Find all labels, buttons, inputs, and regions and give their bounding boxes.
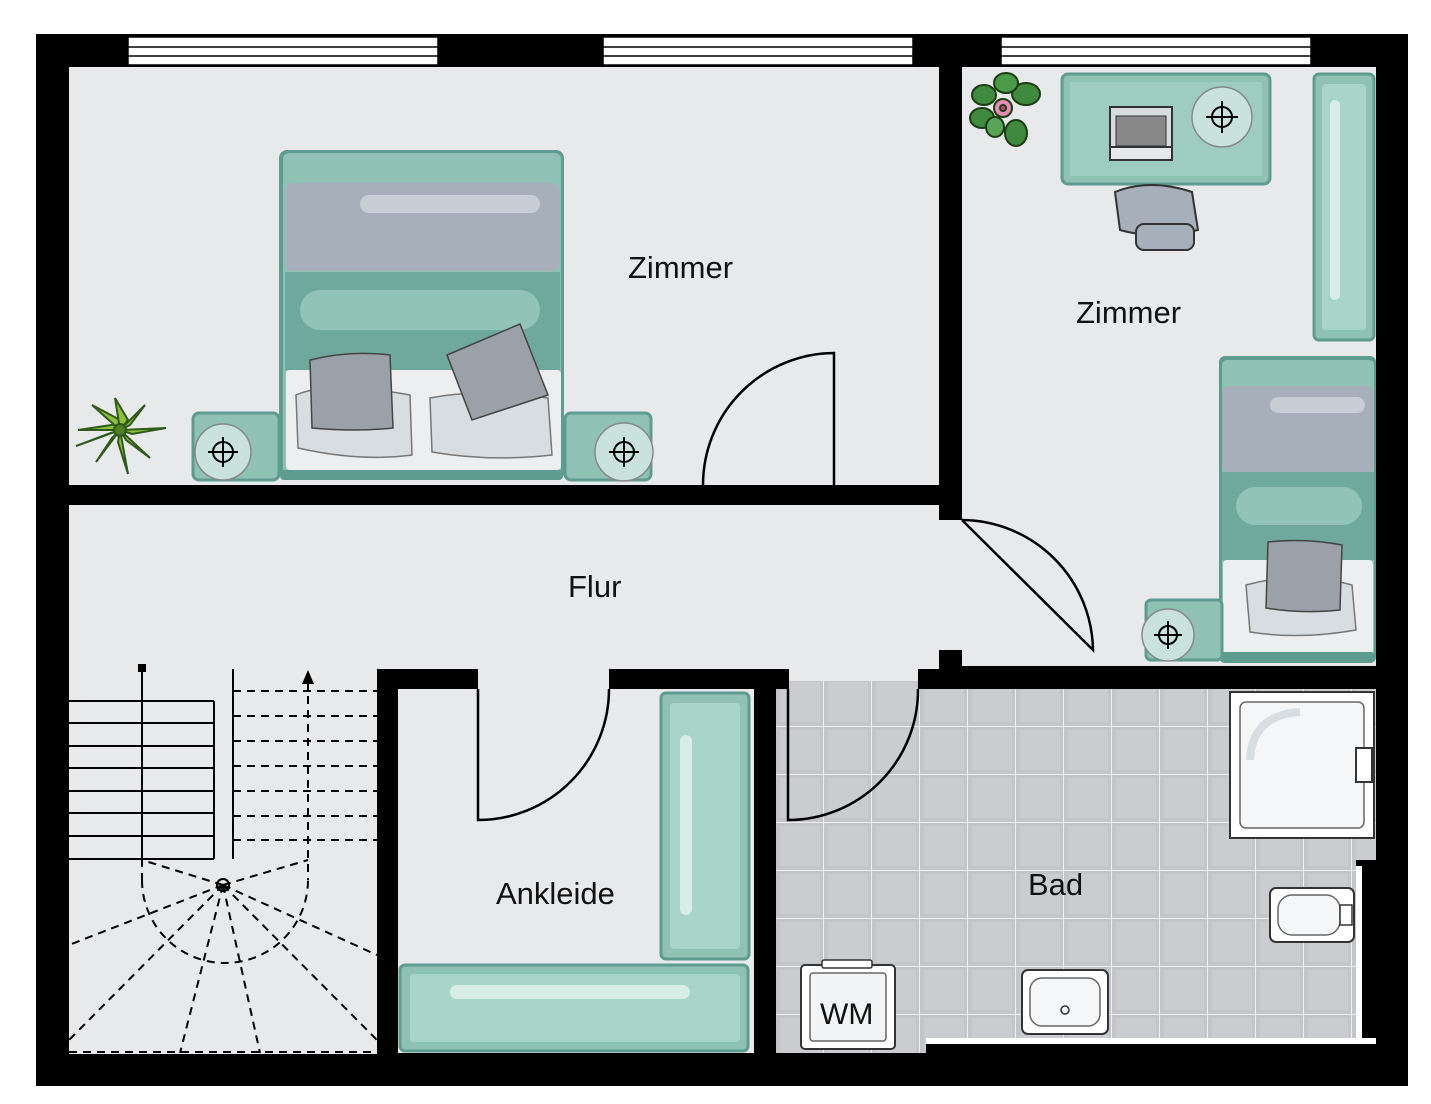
room-label-hallway: Flur	[568, 569, 621, 604]
wall-segment	[609, 669, 789, 689]
wall-segment	[377, 669, 398, 1054]
bath-step-notch	[926, 1038, 1376, 1044]
washing-machine	[800, 959, 896, 1050]
wall-segment	[834, 485, 960, 505]
washing-machine-label: WM	[820, 998, 873, 1031]
laptop-icon	[1109, 106, 1173, 161]
double-bed	[279, 150, 564, 480]
wall-segment	[377, 669, 478, 689]
staircase	[68, 664, 378, 1054]
room-label-dressing-room: Ankleide	[496, 876, 615, 911]
hallway-floor	[69, 505, 962, 669]
wardrobe-vertical	[659, 691, 751, 961]
bathroom-door-gap	[788, 669, 918, 681]
plant-icon	[75, 397, 167, 475]
sink	[1021, 969, 1109, 1035]
wall-segment	[918, 669, 1376, 689]
stair-floor	[69, 669, 377, 1054]
wall-segment	[69, 485, 703, 505]
wardrobe	[1312, 72, 1376, 342]
wall-segment	[939, 67, 962, 520]
room-label-bathroom: Bad	[1028, 867, 1083, 902]
wardrobe-horizontal	[398, 963, 750, 1053]
room-label-bedroom-right: Zimmer	[1076, 295, 1181, 330]
desk-chair	[1113, 184, 1200, 251]
toilet	[1269, 887, 1355, 943]
nightstand	[563, 411, 654, 482]
single-bed	[1219, 356, 1376, 663]
plant-icon	[969, 72, 1041, 147]
room-label-bedroom-left: Zimmer	[628, 250, 733, 285]
wall-segment	[939, 650, 962, 669]
windows	[127, 36, 1312, 66]
shower-tray	[1229, 691, 1375, 839]
nightstand	[1141, 598, 1224, 662]
wall-segment	[754, 669, 776, 1054]
dressing-door-gap	[478, 669, 609, 691]
desk	[1060, 72, 1272, 186]
hallway-floor-right	[938, 520, 968, 650]
door-swings	[476, 351, 1095, 822]
stair-arrow-icon	[302, 670, 314, 684]
bath-step-notch	[1356, 866, 1362, 1038]
nightstand	[191, 411, 281, 482]
